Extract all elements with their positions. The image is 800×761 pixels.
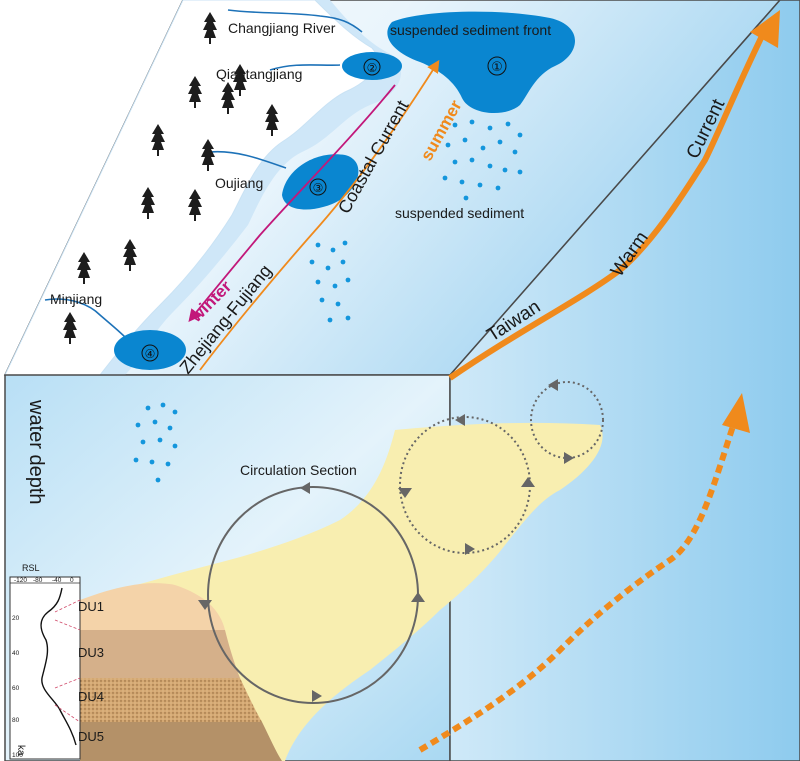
unit-label-du1: DU1 — [78, 599, 104, 614]
depositional-units — [80, 583, 282, 761]
rsl-y-unit: ka — [15, 745, 26, 756]
right-face — [449, 0, 800, 761]
tree-icon — [151, 124, 165, 156]
suspended-sediment-dots — [309, 119, 523, 323]
rsl-y-tick: 100 — [12, 752, 23, 759]
rsl-x-tick: -80 — [33, 577, 43, 584]
tree-icon — [201, 139, 215, 171]
unit-du1-fill — [80, 583, 225, 630]
rsl-y-tick: 60 — [12, 685, 20, 692]
taiwan-warm-current-path — [448, 28, 768, 381]
summer-current-line — [199, 59, 440, 371]
rsl-y-tick: 20 — [12, 615, 20, 622]
suspended-sediment-label: suspended sediment — [395, 205, 524, 221]
rsl-x-tick: 0 — [70, 577, 74, 584]
trees — [63, 12, 279, 344]
tree-icon — [188, 189, 202, 221]
marker-3: ③ — [313, 181, 324, 195]
sediment-plumes — [114, 11, 575, 370]
plume-1 — [387, 11, 575, 114]
plume-4 — [114, 330, 186, 370]
tree-icon — [63, 312, 77, 344]
plume-2 — [342, 52, 402, 80]
unit-label-du3: DU3 — [78, 645, 104, 660]
rsl-curve — [40, 587, 77, 746]
unit-du5-fill — [80, 722, 282, 761]
marker-1: ① — [491, 60, 503, 75]
minjiang-label: Minjiang — [50, 291, 102, 307]
minjiang-river-line — [44, 298, 127, 339]
tree-icon — [77, 252, 91, 284]
circulation-section-label: Circulation Section — [240, 462, 357, 478]
small-circulation-loop — [530, 381, 604, 459]
rsl-y-tick: 80 — [12, 717, 20, 724]
oujiang-river-line — [209, 150, 287, 169]
unit-label-du5: DU5 — [78, 729, 104, 744]
marker-2: ② — [367, 61, 378, 75]
marker-4: ④ — [145, 347, 156, 361]
tree-icon — [123, 239, 137, 271]
tree-icon — [221, 82, 235, 114]
rsl-x-tick: -40 — [52, 577, 62, 584]
marker-circles — [141, 56, 507, 362]
coastal-land — [4, 0, 378, 376]
deep-warm-current-path — [418, 419, 738, 753]
tree-icon — [233, 64, 247, 96]
circulation-arrowheads — [198, 379, 574, 702]
suspended-sediment-front-label: suspended sediment front — [390, 22, 551, 38]
tree-icon — [188, 76, 202, 108]
front-dots — [133, 402, 178, 483]
correlation-lines — [54, 599, 81, 723]
tree-icon — [265, 104, 279, 136]
rivers — [44, 9, 363, 339]
unit-label-du4: DU4 — [78, 689, 104, 704]
tree-icon — [203, 12, 217, 44]
winter-current-line — [188, 84, 396, 322]
rsl-title: RSL — [22, 563, 40, 573]
changjiang-river-line — [227, 9, 363, 33]
qiantangjiang-label: Qiantangjiang — [216, 66, 302, 82]
unit-du3-fill — [80, 630, 240, 678]
plume-3 — [282, 154, 359, 210]
unit-du4-fill — [80, 678, 262, 722]
oujiang-label: Oujiang — [215, 175, 263, 191]
tree-icon — [141, 187, 155, 219]
taiwan-warm-current-arrowhead — [750, 10, 780, 48]
rsl-y-tick: 40 — [12, 650, 20, 657]
qiantangjiang-river-line — [269, 64, 341, 71]
rsl-x-tick: -120 — [14, 577, 27, 584]
water-depth-label: water depth — [25, 399, 47, 505]
deep-warm-current-arrowhead — [722, 393, 750, 433]
rsl-panel — [9, 576, 81, 760]
changjiang-river-label: Changjiang River — [228, 20, 336, 36]
